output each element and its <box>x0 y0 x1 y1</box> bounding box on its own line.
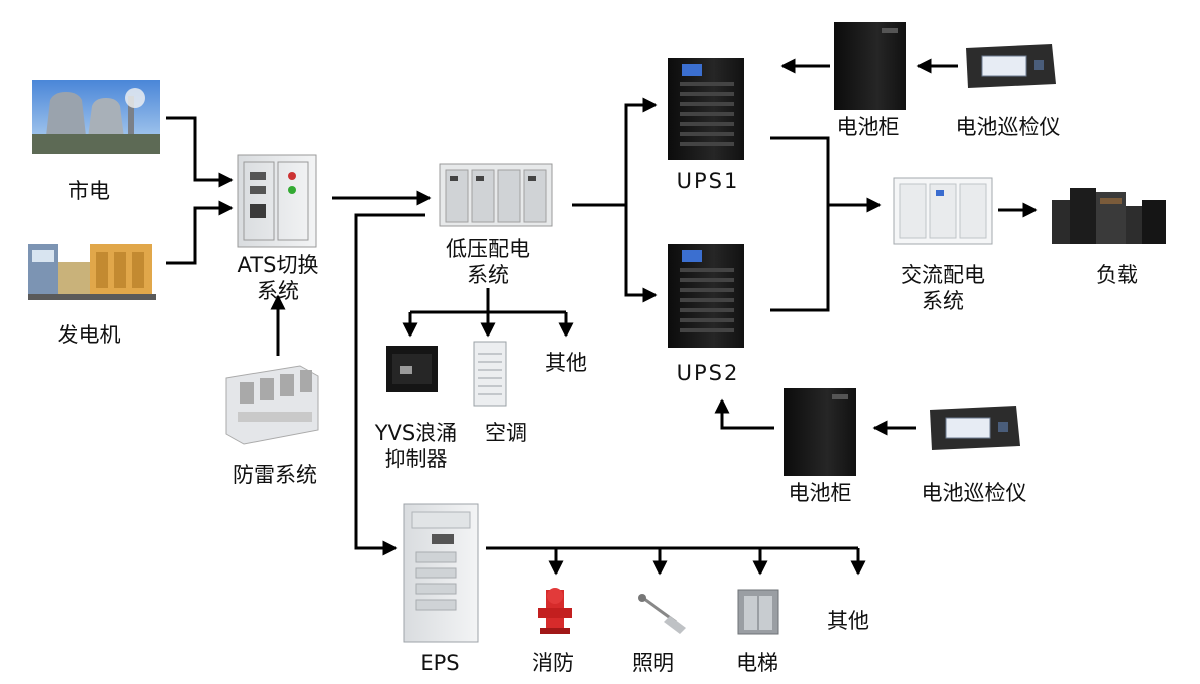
label-fire: 消防 <box>532 651 574 675</box>
label-other-lv: 其他 <box>545 351 587 375</box>
label-mains: 市电 <box>68 179 110 203</box>
yvs-suppressor-icon <box>386 346 438 392</box>
lighting-lamp-icon <box>638 594 686 634</box>
label-lv: 低压配电 系统 <box>432 236 544 288</box>
label-load: 负载 <box>1096 263 1138 287</box>
battery-monitor2-icon <box>930 406 1020 450</box>
label-elevator: 电梯 <box>736 651 778 675</box>
surge-protector-icon <box>225 365 319 445</box>
label-acdist-line2: 系统 <box>922 289 964 313</box>
label-yvs: YVS浪涌 抑制器 <box>368 420 464 472</box>
label-yvs-line1: YVS浪涌 <box>374 421 458 445</box>
label-ats: ATS切换 系统 <box>222 252 334 304</box>
label-yvs-line2: 抑制器 <box>384 447 448 471</box>
ats-cabinet-icon <box>237 154 317 248</box>
label-acdist: 交流配电 系统 <box>888 262 998 314</box>
label-generator: 发电机 <box>57 323 121 347</box>
label-ups2: UPS2 <box>676 361 740 385</box>
power-plant-icon <box>32 80 160 154</box>
fire-pump-icon <box>538 588 572 634</box>
low-voltage-switchgear-icon <box>439 163 553 227</box>
load-servers-icon <box>1052 188 1166 244</box>
air-conditioner-icon <box>473 341 507 407</box>
label-eps: EPS <box>420 651 460 675</box>
generator-icon <box>28 244 156 300</box>
label-ats-line2: 系统 <box>257 279 299 303</box>
line-battery2-ups2 <box>714 398 774 430</box>
line-lv-eps <box>354 213 425 556</box>
label-monitor1: 电池巡检仪 <box>955 115 1061 139</box>
label-ups1: UPS1 <box>676 169 740 193</box>
ups2-cabinet-icon <box>668 244 744 348</box>
elevator-icon <box>737 589 779 635</box>
label-acdist-line1: 交流配电 <box>901 263 985 287</box>
line-mains-ats <box>166 116 234 188</box>
label-other-eps: 其他 <box>827 609 869 633</box>
label-lv-line2: 系统 <box>467 263 509 287</box>
label-monitor2: 电池巡检仪 <box>921 481 1027 505</box>
label-battery2: 电池柜 <box>788 481 852 505</box>
label-ac: 空调 <box>485 421 527 445</box>
label-surge: 防雷系统 <box>233 463 317 487</box>
ac-distribution-icon <box>893 177 993 245</box>
battery-cabinet2-icon <box>784 388 856 476</box>
battery-monitor1-icon <box>966 44 1056 88</box>
eps-cabinet-icon <box>403 503 479 643</box>
label-lighting: 照明 <box>632 651 674 675</box>
line-lv-ups2 <box>624 205 658 303</box>
line-lv-ups <box>572 97 658 207</box>
battery-cabinet1-icon <box>834 22 906 110</box>
line-generator-ats <box>166 200 234 265</box>
connector-lines <box>166 58 1038 576</box>
label-lv-line1: 低压配电 <box>446 237 530 261</box>
label-battery1: 电池柜 <box>836 115 900 139</box>
ups1-cabinet-icon <box>668 58 744 160</box>
label-ats-line1: ATS切换 <box>237 253 319 277</box>
line-ups-acdist <box>770 136 830 312</box>
